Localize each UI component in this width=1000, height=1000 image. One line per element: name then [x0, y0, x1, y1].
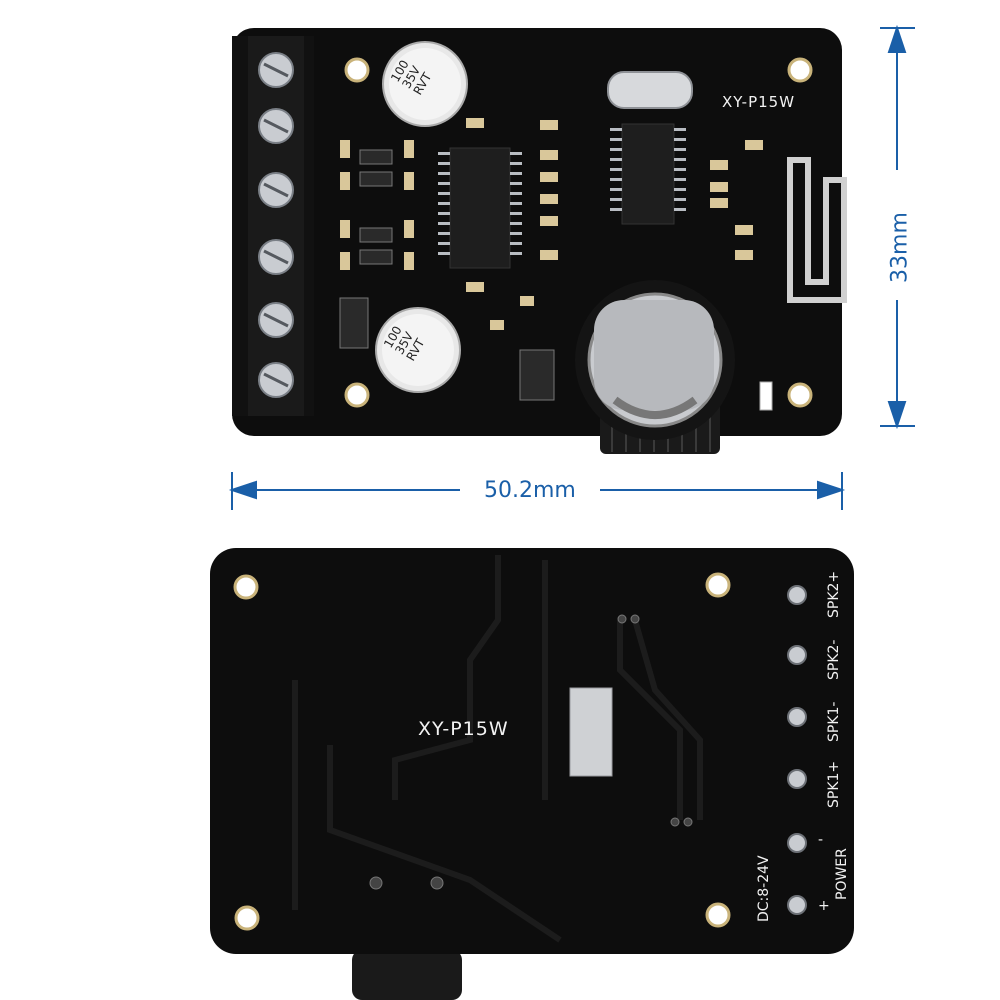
pin-label-spk2-minus: SPK2- — [826, 639, 842, 680]
bluetooth-chip — [621, 123, 675, 225]
pcb-antenna — [787, 157, 847, 303]
knob-edge — [352, 950, 462, 1000]
mounting-holes-top — [344, 57, 813, 408]
pin-label-spk2-plus: SPK2+ — [826, 570, 842, 618]
model-label-top: XY-P15W — [722, 93, 796, 111]
pcb-top-view — [232, 28, 847, 454]
model-label-bottom: XY-P15W — [418, 718, 509, 740]
volume-knob — [575, 280, 735, 454]
status-led — [759, 381, 773, 411]
capacitor-bottom — [375, 307, 461, 393]
smd-components — [340, 118, 763, 330]
amplifier-chip — [449, 147, 511, 269]
pin-label-power: POWER — [834, 848, 850, 900]
pcb-traces — [292, 555, 703, 943]
crystal-oscillator — [607, 71, 693, 109]
shield-pad — [569, 687, 613, 777]
height-dimension-label: 33mm — [887, 212, 913, 283]
capacitor-top — [382, 41, 468, 127]
terminal-solder-pins — [787, 585, 807, 915]
pin-label-spk1-minus: SPK1- — [826, 701, 842, 742]
pin-label-plus: + — [818, 898, 830, 914]
pin-label-voltage: DC:8-24V — [756, 855, 772, 922]
pin-label-minus: - — [818, 832, 824, 848]
pin-label-spk1-plus: SPK1+ — [826, 760, 842, 808]
width-dimension-label: 50.2mm — [478, 478, 582, 503]
width-dimension-line — [228, 472, 846, 510]
mounting-holes-bottom — [233, 572, 731, 931]
height-dimension-line — [880, 24, 915, 430]
pcb-bottom-view — [210, 548, 854, 1000]
